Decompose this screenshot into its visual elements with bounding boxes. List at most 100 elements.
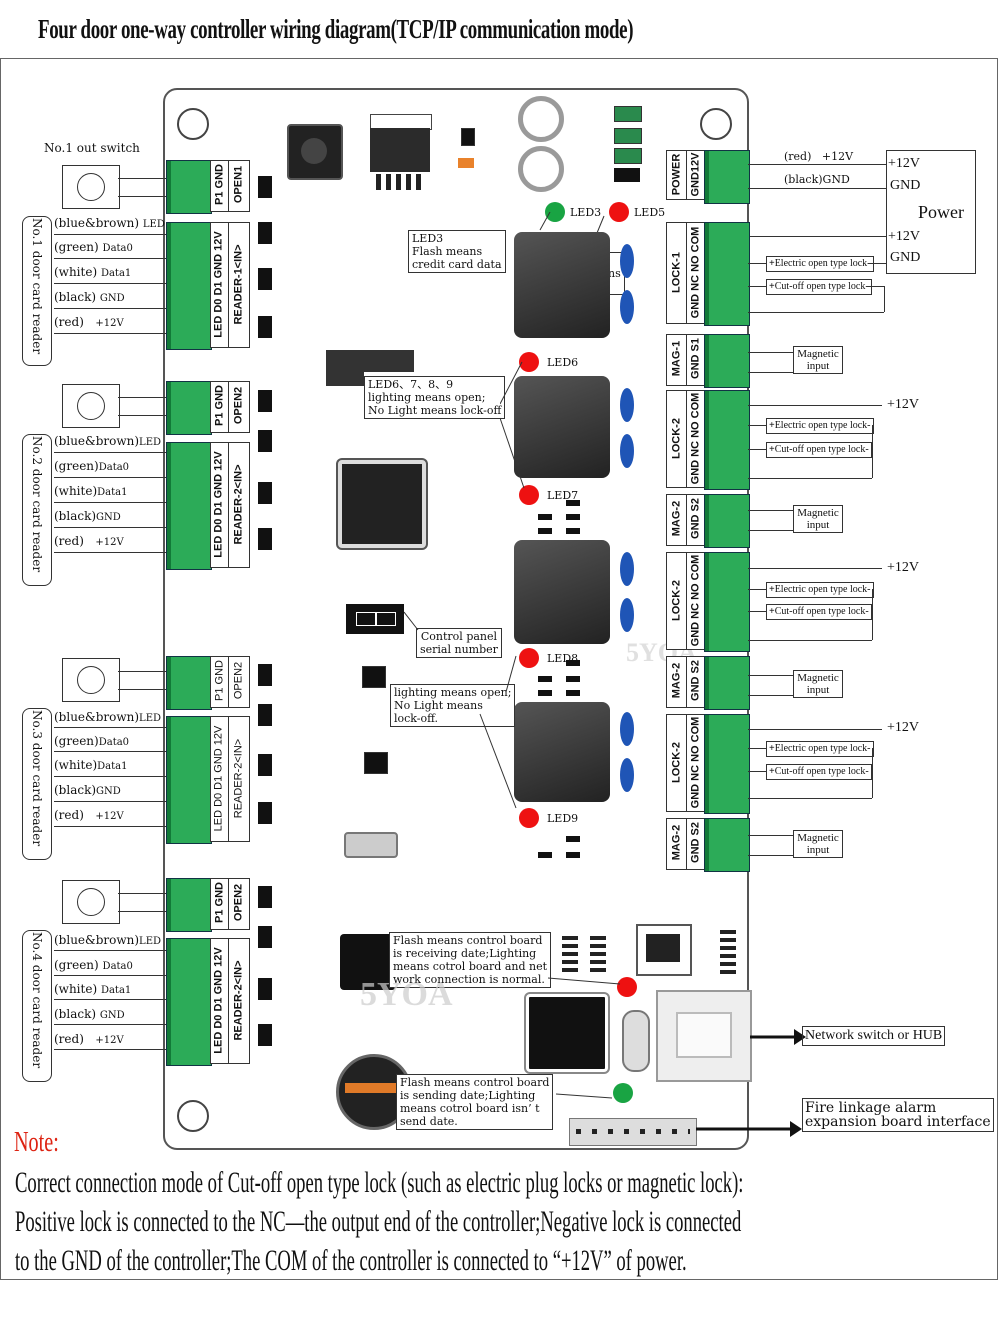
mag4-input: Magnetic input (793, 830, 843, 858)
reader1-terminal[interactable] (166, 222, 212, 350)
lock4-electric: +Electric open type lock- (766, 741, 874, 757)
reader3-label: No.3 door card reader (30, 710, 44, 847)
regulator-pins (376, 174, 424, 190)
reader4-label: No.4 door card reader (30, 932, 44, 1069)
reader1-box (22, 216, 52, 366)
open1-terminal[interactable] (166, 160, 212, 214)
lock4-cutoff: +Cut-off open type lock- (766, 764, 872, 780)
lock3-cutoff: +Cut-off open type lock- (766, 604, 872, 620)
led6-label: LED6 (547, 356, 579, 369)
led-pointer-lines (556, 1093, 613, 1099)
lock2-pins: GND NC NO COM (686, 390, 706, 488)
fire-label: Fire linkage alarm expansion board inter… (802, 1098, 994, 1132)
sending-note: Flash means control board is sending dat… (396, 1074, 554, 1130)
relay-1 (514, 232, 610, 338)
transistor (461, 128, 475, 146)
mag3-input: Magnetic input (793, 670, 843, 698)
watermark: 5YOA (360, 976, 453, 1013)
open4-pins: P1 GND (210, 878, 230, 930)
open2-pins: P1 GND (210, 381, 230, 433)
led5-label: LED5 (634, 206, 666, 219)
relay-2 (514, 376, 610, 478)
mag2-label: MAG-2 (666, 494, 688, 546)
crystal-icon (344, 832, 398, 858)
open4-terminal[interactable] (166, 878, 212, 932)
reader2-label: No.2 door card reader (30, 436, 44, 573)
lock4-v12: +12V (887, 720, 920, 735)
black-component (326, 350, 414, 372)
power-conn-label: POWER (666, 150, 688, 200)
lock4-pins: GND NC NO COM (686, 714, 706, 812)
note-line-2: Positive lock is connected to the NC—the… (15, 1205, 742, 1238)
lock3-pins: GND NC NO COM (686, 552, 706, 650)
lock2-label: LOCK-2 (666, 390, 688, 488)
open2-label: OPEN2 (228, 381, 250, 433)
crystal-icon (622, 1010, 650, 1072)
lock3-electric: +Electric open type lock- (766, 582, 874, 598)
open1-pins: P1 GND (210, 160, 230, 212)
serial-pointer (404, 611, 419, 631)
fuse-icon (458, 158, 474, 168)
power-terminal-12v: +12V (888, 156, 921, 171)
smd-component (362, 666, 386, 688)
mag4-terminal[interactable] (704, 818, 750, 872)
voltage-regulator (370, 128, 430, 172)
reader3-box (22, 708, 52, 860)
reader3-pins: LED D0 D1 GND 12V (210, 716, 230, 842)
mag1-terminal[interactable] (704, 334, 750, 388)
power-terminal[interactable] (704, 150, 750, 204)
lock1-terminal[interactable] (704, 222, 750, 326)
exit-switch-icon (62, 880, 120, 924)
smd-component (364, 752, 388, 774)
open3-terminal[interactable] (166, 656, 212, 710)
smd-component (614, 148, 642, 164)
lock3-terminal[interactable] (704, 552, 750, 652)
reader1-conn-label: READER-1<IN> (228, 222, 250, 348)
reader2-box (22, 434, 52, 586)
mag3-terminal[interactable] (704, 656, 750, 710)
relay-4 (514, 702, 610, 802)
network-receive-led (617, 977, 637, 997)
lock4-terminal[interactable] (704, 714, 750, 814)
exit-switch-icon (62, 384, 120, 428)
mag1-pins: GND S1 (686, 334, 706, 386)
capacitor-icon (620, 434, 634, 468)
led6-9-note: LED6、7、8、9 lighting means open; No Light… (364, 376, 506, 419)
transformer (636, 924, 692, 976)
serial-note: Control panel serial number (416, 628, 502, 658)
capacitor-icon (620, 244, 634, 278)
pin-header (562, 936, 578, 972)
reader2-terminal[interactable] (166, 442, 212, 570)
exit-switch-icon (62, 658, 120, 702)
mount-hole (177, 108, 209, 140)
fire-expansion-connector (569, 1118, 697, 1146)
mag2-pins: GND S2 (686, 494, 706, 546)
open4-label: OPEN2 (228, 878, 250, 930)
led3-indicator (545, 202, 565, 222)
power-terminal-12v: +12V (888, 229, 921, 244)
capacitor-icon (620, 758, 634, 792)
network-arrow (750, 1029, 806, 1045)
mag1-input: Magnetic input (793, 346, 843, 374)
capacitor-icon (620, 552, 634, 586)
note-heading: Note: (14, 1127, 59, 1158)
led9-indicator (519, 808, 539, 828)
reader4-box (22, 930, 52, 1082)
open2-terminal[interactable] (166, 381, 212, 435)
wire-led: (blue&brown) LED (54, 216, 165, 230)
led3-label: LED3 (570, 206, 602, 219)
lock2-terminal[interactable] (704, 390, 750, 490)
mag3-pins: GND S2 (686, 656, 706, 708)
rj45-network-port (656, 990, 752, 1082)
mag2-input: Magnetic input (793, 505, 843, 533)
mag2-terminal[interactable] (704, 494, 750, 548)
lock1-electric: +Electric open type lock- (766, 256, 874, 272)
serial-display (346, 604, 404, 634)
open3-label: OPEN2 (228, 656, 250, 708)
wire-gnd: (black) GND (54, 290, 125, 304)
pin-header (720, 930, 736, 974)
lock1-label: LOCK-1 (666, 222, 688, 324)
power-supply-box (886, 150, 976, 274)
reader4-terminal[interactable] (166, 938, 212, 1066)
reader3-terminal[interactable] (166, 716, 212, 844)
